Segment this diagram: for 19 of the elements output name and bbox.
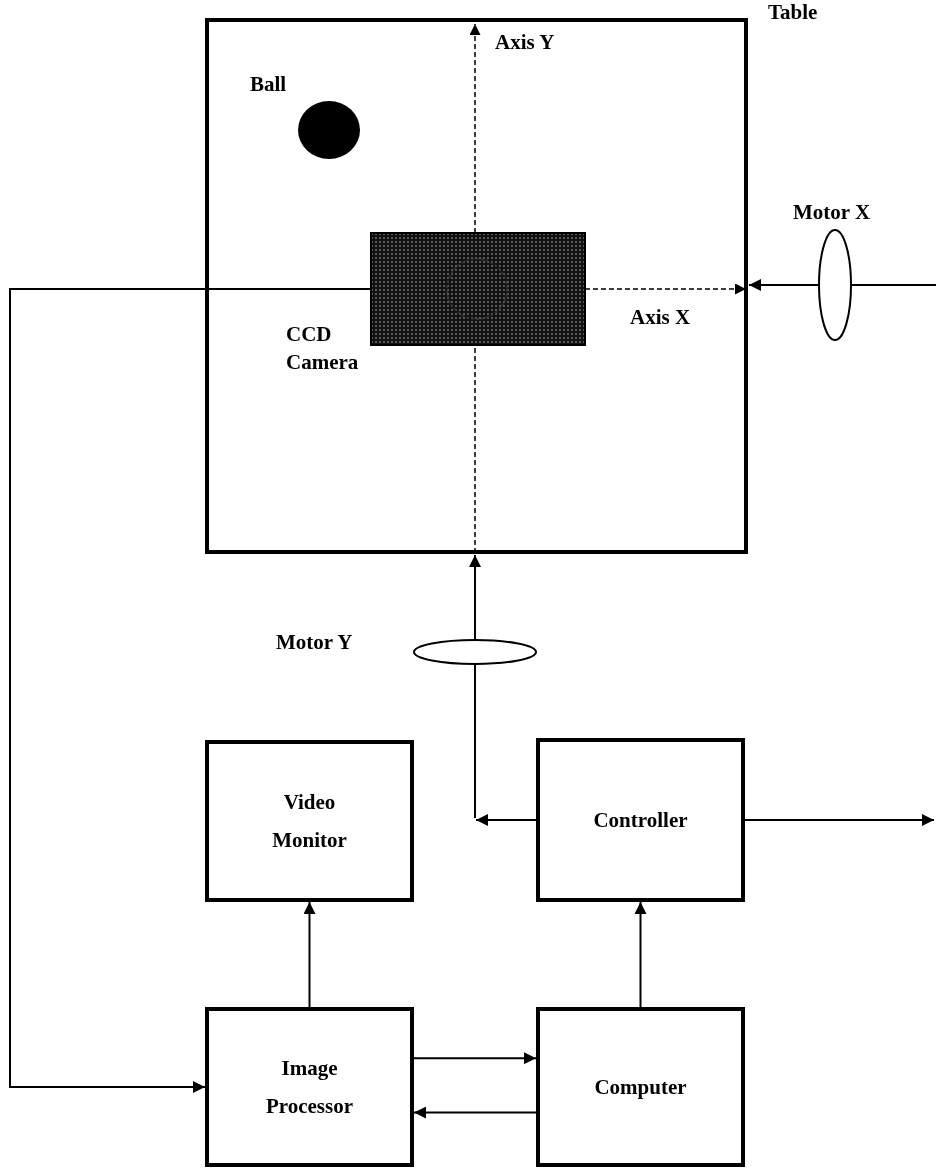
table-label: Table: [768, 0, 818, 25]
arrow: [469, 554, 481, 641]
process-box: Image Processor: [205, 1007, 414, 1167]
axis-label: Axis Y: [495, 30, 555, 55]
arrow: [413, 1106, 537, 1119]
motor-label: Motor Y: [276, 630, 353, 655]
arrow: [303, 901, 316, 1008]
camera-label: CCD Camera: [286, 321, 360, 376]
motor-label: Motor X: [793, 200, 871, 225]
process-box: Computer: [536, 1007, 745, 1167]
process-box: Video Monitor: [205, 740, 414, 902]
arrow: [413, 1052, 537, 1065]
process-box: Controller: [536, 738, 745, 902]
ball-label: Ball: [250, 72, 287, 97]
arrow: [9, 288, 372, 1093]
arrow: [634, 901, 647, 1008]
arrow: [475, 814, 537, 826]
arrow: [748, 279, 820, 291]
arrow: [744, 814, 935, 826]
